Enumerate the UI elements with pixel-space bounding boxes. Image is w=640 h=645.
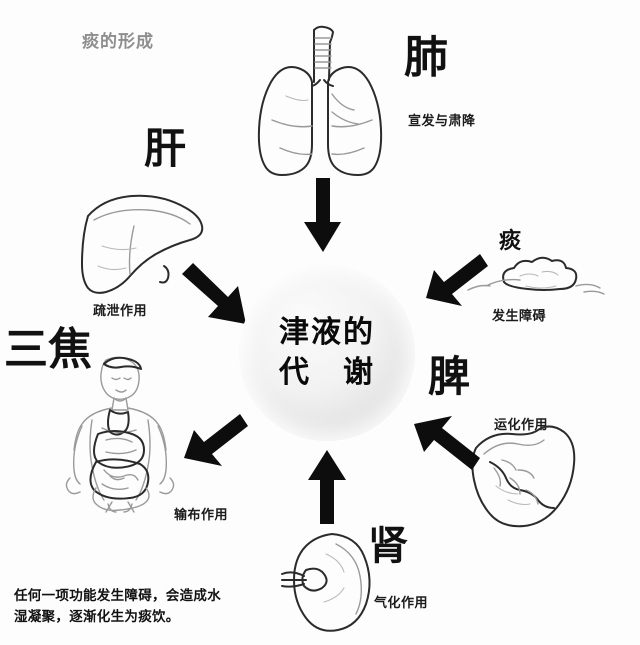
function-label-liver: 疏泄作用 <box>93 304 148 319</box>
arrow-up-right-sanjiao-to-center <box>182 410 258 472</box>
function-label-kidney: 气化作用 <box>374 596 429 611</box>
liver-illustration <box>72 186 204 298</box>
arrow-up-kidney-to-center <box>306 448 348 524</box>
organ-label-phlegm: 痰 <box>499 229 522 254</box>
footer-note-line-1: 任何一项功能发生障碍，会造成水 <box>14 588 221 604</box>
arrow-down-lung-to-center <box>302 178 344 252</box>
organ-label-kidney: 肾 <box>368 523 408 569</box>
function-label-phlegm: 发生障碍 <box>492 309 547 324</box>
spleen-illustration <box>452 424 582 536</box>
phlegm-cloud-illustration <box>467 256 608 302</box>
center-sphere: 津液的 代 谢 <box>239 265 415 441</box>
function-label-sanjiao: 输布作用 <box>174 508 229 523</box>
human-body-illustration <box>62 352 178 513</box>
function-label-lung: 宣发与肃降 <box>408 114 476 129</box>
footer-note: 任何一项功能发生障碍，会造成水 湿凝聚，逐渐化生为痰饮。 <box>14 586 221 628</box>
footer-note-line-2: 湿凝聚，逐渐化生为痰饮。 <box>14 608 180 625</box>
kidney-illustration <box>280 528 376 632</box>
organ-label-sanjiao: 三焦 <box>4 324 92 375</box>
function-label-spleen: 运化作用 <box>494 418 549 433</box>
arrow-down-right-liver-to-center <box>180 262 252 328</box>
diagram-title: 痰的形成 <box>82 32 154 52</box>
organ-label-spleen: 脾 <box>428 352 471 401</box>
arrow-up-left-spleen-to-center <box>414 408 488 470</box>
center-label-line-2: 代 谢 <box>279 355 375 390</box>
organ-label-liver: 肝 <box>144 124 187 173</box>
center-label-line-1: 津液的 <box>279 314 375 350</box>
lungs-illustration <box>252 24 392 184</box>
arrow-up-right-center-to-phlegm <box>424 252 496 312</box>
center-label: 津液的 代 谢 <box>279 313 375 394</box>
organ-label-lung: 肺 <box>404 32 448 83</box>
